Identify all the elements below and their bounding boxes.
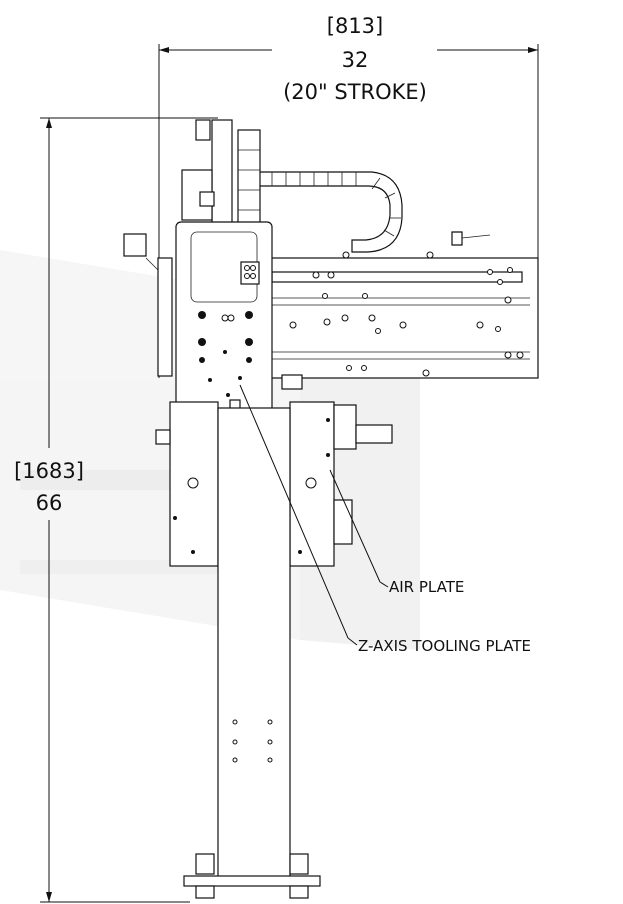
stand	[155, 401, 393, 899]
height-metric: [1683]	[14, 459, 84, 483]
height-imperial: 66	[36, 491, 63, 515]
height-dimension	[40, 117, 218, 903]
width-imperial: 32	[342, 48, 369, 72]
callout-leaders	[239, 384, 389, 646]
cable-carrier	[257, 171, 491, 253]
air-plate-label: AIR PLATE	[389, 578, 464, 596]
width-dimension	[158, 44, 539, 378]
x-axis-carriage	[265, 251, 539, 379]
width-metric: [813]	[327, 14, 383, 38]
z-axis-tooling-plate-label: Z-AXIS TOOLING PLATE	[358, 637, 531, 655]
stroke-note: (20" STROKE)	[283, 80, 427, 104]
